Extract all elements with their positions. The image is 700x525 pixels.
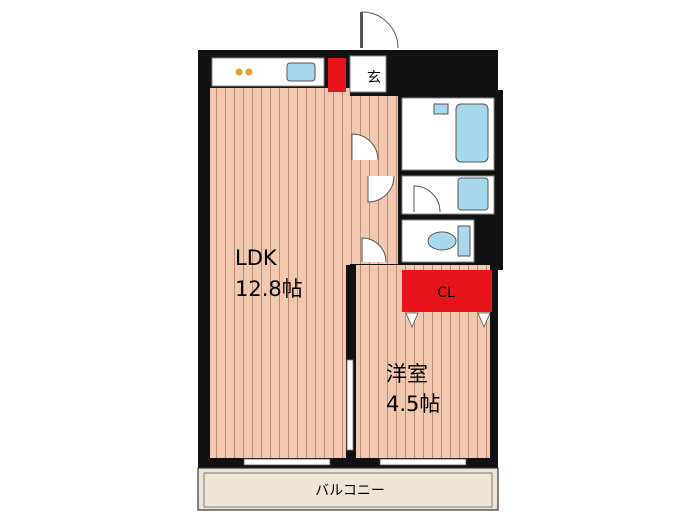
balcony-rail — [203, 472, 493, 508]
toilet-tank-icon — [457, 225, 471, 257]
window — [243, 458, 331, 466]
western-name-label: 洋室 — [386, 362, 428, 386]
balcony-label: バルコニー — [315, 483, 385, 499]
window — [379, 458, 467, 466]
entrance-door-leaf — [360, 12, 363, 48]
ldk-name-label: LDK — [235, 246, 278, 270]
bathtub-icon — [455, 103, 489, 163]
closet-door-icon — [477, 312, 491, 329]
fridge-icon — [328, 58, 346, 92]
washbasin-icon — [457, 177, 489, 211]
balcony — [197, 467, 499, 511]
western-size-label: 4.5帖 — [386, 392, 440, 416]
closet-label: CL — [437, 285, 455, 301]
bath-tap-icon — [433, 103, 449, 115]
toilet-bowl-icon — [427, 231, 457, 251]
closet-door-icon — [405, 312, 419, 329]
closet — [402, 270, 492, 312]
washroom-door-icon — [413, 185, 441, 213]
ldk-size-label: 12.8帖 — [235, 277, 303, 301]
ldk-floor — [210, 88, 350, 458]
hall-door-icon — [351, 133, 379, 161]
sliding-door — [346, 359, 354, 451]
western-door-icon — [361, 237, 387, 263]
entrance-area — [349, 55, 387, 93]
bath-door-icon — [367, 175, 395, 203]
stove-burner-icon — [245, 68, 253, 76]
stove-burner-icon — [235, 68, 243, 76]
entrance-label: 玄 — [367, 69, 381, 86]
entrance-door-icon — [361, 11, 399, 49]
sink-icon — [286, 62, 316, 82]
